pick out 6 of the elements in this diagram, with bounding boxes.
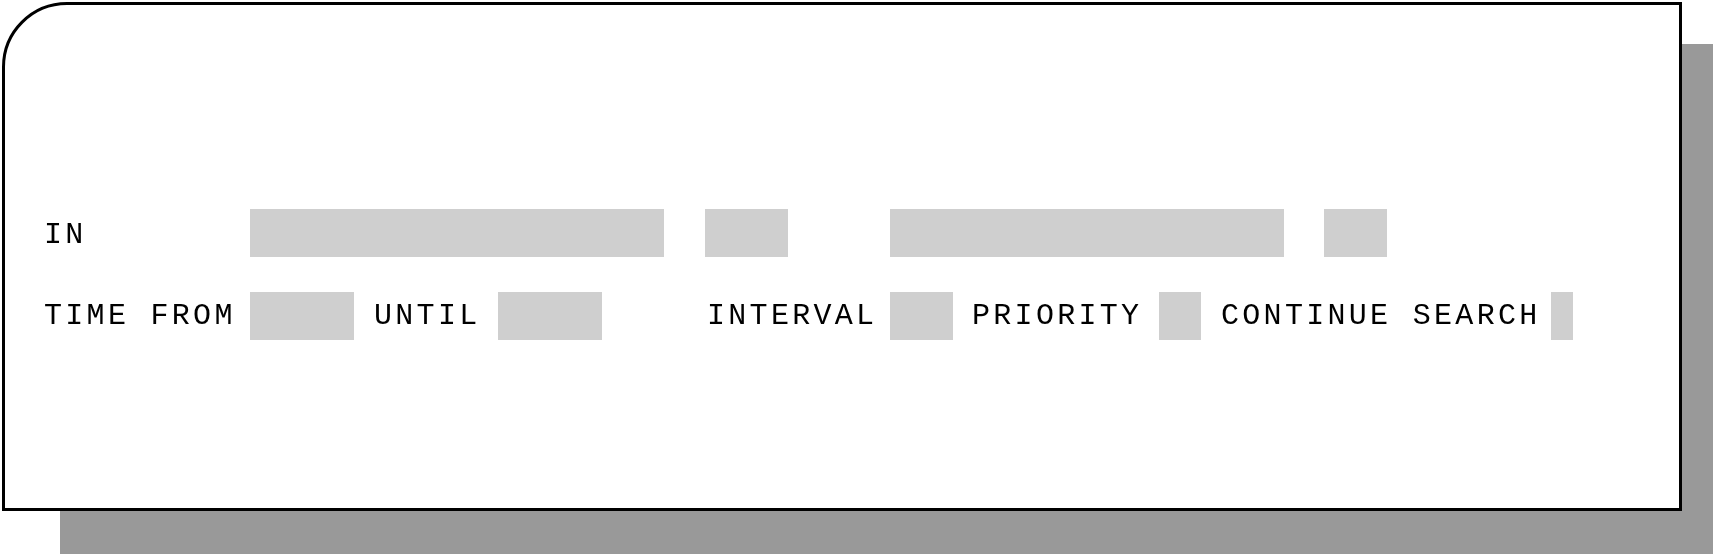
field-label: TIME FROM [44,299,236,333]
field-label: PRIORITY [972,299,1143,333]
field-label: IN [44,218,87,252]
field-label: CONTINUE SEARCH [1221,299,1541,333]
field-label: INTERVAL [707,299,878,333]
field-label: UNTIL [374,299,481,333]
